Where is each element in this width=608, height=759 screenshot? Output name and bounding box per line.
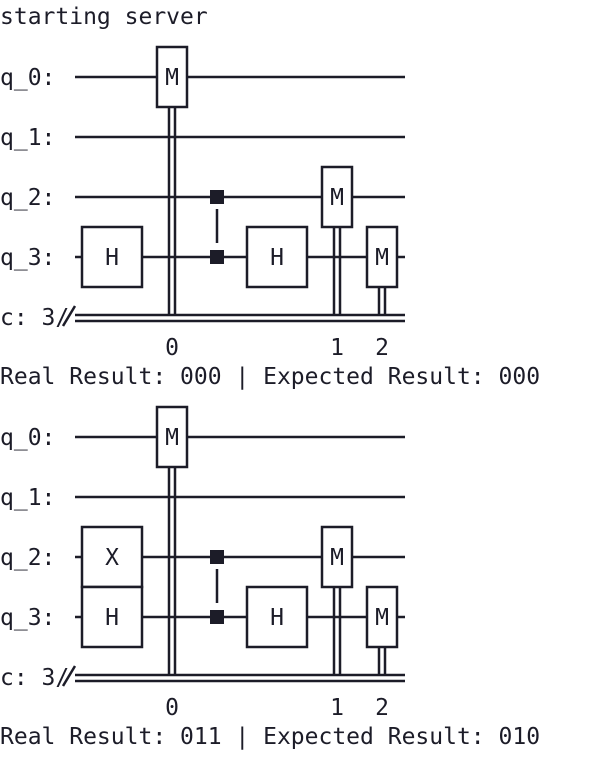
wire-labels: q_0: q_1: q_2: q_3: c: 3/	[0, 65, 69, 331]
measure-label: M	[375, 605, 389, 631]
wire-labels: q_0: q_1: q_2: q_3: c: 3/	[0, 425, 69, 691]
control-dot-q2	[210, 190, 224, 204]
classical-register-label: c: 3/	[0, 665, 69, 691]
bit-index-labels: 0 1 2	[165, 695, 389, 721]
control-dot-q3	[210, 610, 224, 624]
gate-label: X	[105, 545, 119, 571]
register-slash	[61, 665, 77, 687]
wire-label-q1: q_1:	[0, 125, 55, 151]
measure-q2: M	[320, 165, 354, 229]
measure-q3: M	[365, 585, 399, 649]
wire-label-q2: q_2:	[0, 545, 55, 571]
classical-register-label: c: 3/	[0, 305, 69, 331]
bit-index-1: 1	[330, 695, 344, 721]
cz-gate	[210, 190, 224, 264]
measure-label: M	[330, 545, 344, 571]
wire-label-q3: q_3:	[0, 605, 55, 631]
bit-index-2: 2	[375, 335, 389, 361]
gate-label: H	[270, 605, 284, 631]
gate-label: H	[270, 245, 284, 271]
measure-label: M	[330, 185, 344, 211]
cz-gate	[210, 550, 224, 624]
result-line-2: Real Result: 011 | Expected Result: 010	[0, 724, 541, 750]
circuit-diagram-2: q_0: q_1: q_2: q_3: c: 3/ X H H	[0, 405, 405, 721]
measure-q0: M	[155, 45, 189, 109]
wire-label-q0: q_0:	[0, 65, 55, 91]
circuit-diagram-1: q_0: q_1: q_2: q_3: c: 3/ H H M	[0, 45, 405, 361]
measure-label: M	[165, 65, 179, 91]
gate-h-q3-a: H	[80, 225, 144, 289]
bit-index-1: 1	[330, 335, 344, 361]
wire-label-q2: q_2:	[0, 185, 55, 211]
measure-label: M	[165, 425, 179, 451]
bit-index-0: 0	[165, 695, 179, 721]
bit-index-2: 2	[375, 695, 389, 721]
measure-label: M	[375, 245, 389, 271]
result-line-1: Real Result: 000 | Expected Result: 000	[0, 364, 541, 390]
gate-label: H	[105, 245, 119, 271]
wire-label-q1: q_1:	[0, 485, 55, 511]
bit-index-labels: 0 1 2	[165, 335, 389, 361]
gate-label: H	[105, 605, 119, 631]
register-slash	[61, 305, 77, 327]
measure-q3: M	[365, 225, 399, 289]
measure-q2: M	[320, 525, 354, 589]
log-start-line: starting server	[0, 4, 208, 30]
gate-x-q2: X	[80, 525, 144, 589]
wire-label-q0: q_0:	[0, 425, 55, 451]
bit-index-0: 0	[165, 335, 179, 361]
gate-h-q3-b: H	[245, 585, 309, 649]
gate-h-q3-a: H	[80, 585, 144, 649]
measure-q0: M	[155, 405, 189, 469]
control-dot-q3	[210, 250, 224, 264]
gate-h-q3-b: H	[245, 225, 309, 289]
control-dot-q2	[210, 550, 224, 564]
wire-label-q3: q_3:	[0, 245, 55, 271]
